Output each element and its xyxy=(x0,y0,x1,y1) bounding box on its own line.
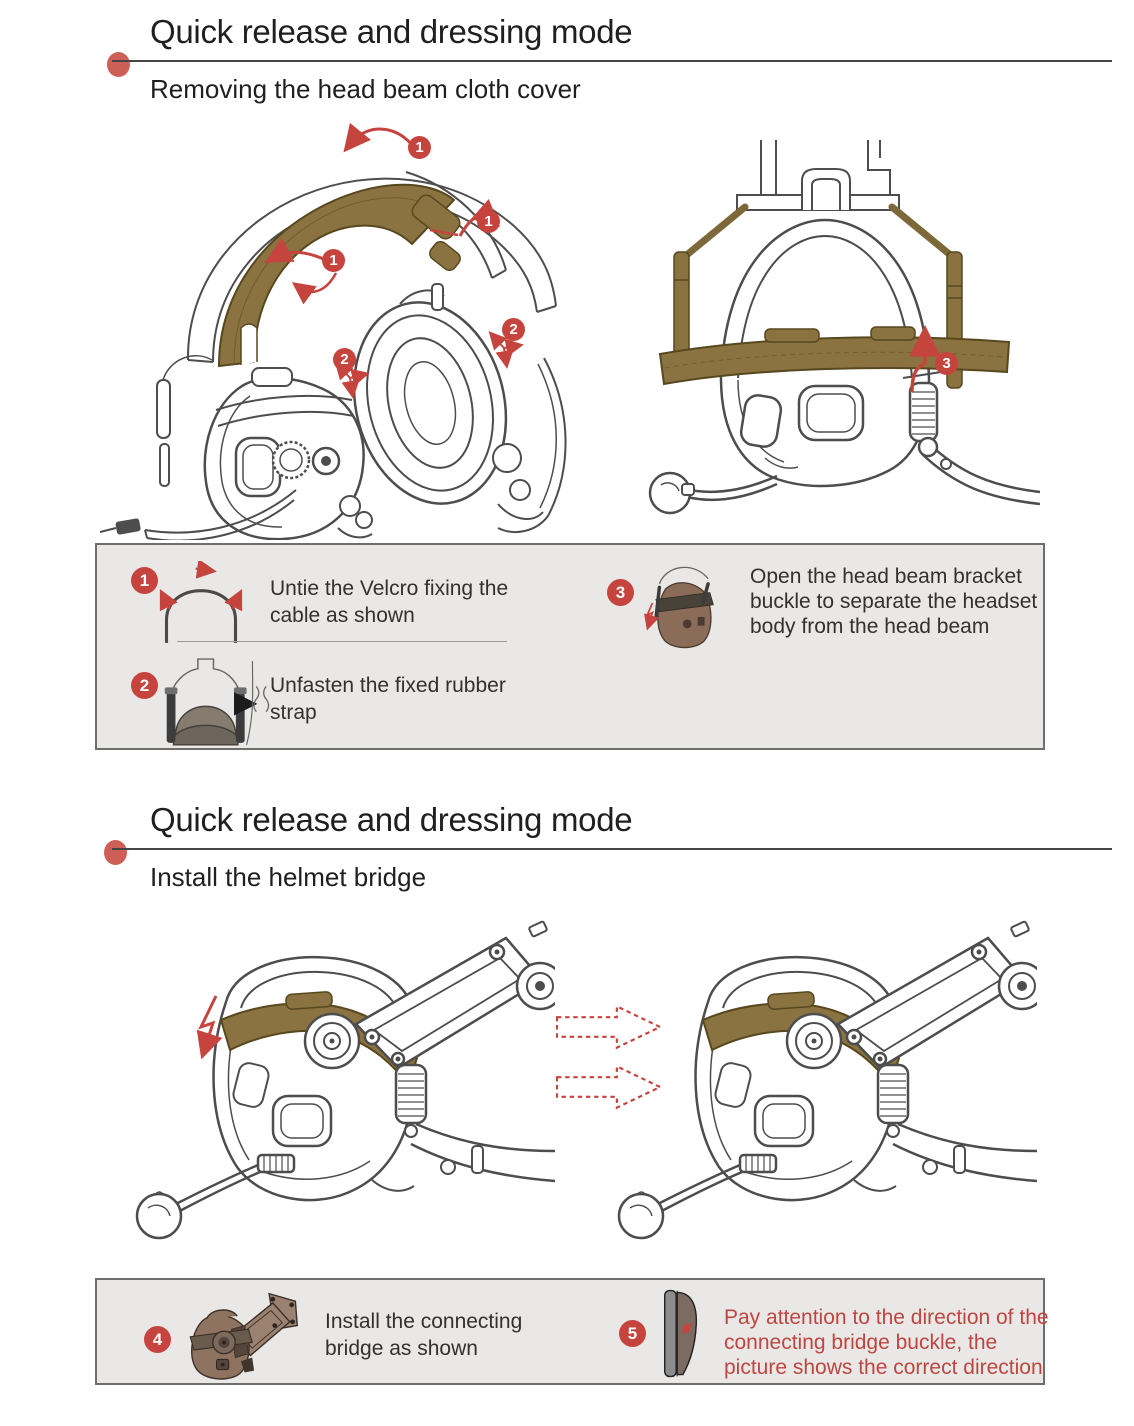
step4-bridge-icon xyxy=(189,1292,299,1380)
step4-text: Install the connecting bridge as shown xyxy=(325,1310,523,1360)
steps-divider xyxy=(177,641,507,642)
section1-title: Quick release and dressing mode xyxy=(150,13,633,50)
step5-badge: 5 xyxy=(619,1320,646,1347)
headset-cloth-cover-illustration xyxy=(100,122,567,540)
step5-buckle-icon xyxy=(664,1289,697,1378)
section2-rule xyxy=(112,848,1112,850)
step3-text: Open the head beam bracket buckle to sep… xyxy=(750,565,1038,638)
headset-on-bracket-illustration xyxy=(648,140,1040,515)
instructions-box-1: 1 Untie the Velcro fixing the cable as s… xyxy=(95,543,1045,750)
illustration-badge-2b: 2 xyxy=(333,348,356,371)
illustration-badge-3: 3 xyxy=(935,352,958,375)
step1-badge: 1 xyxy=(131,567,158,594)
step2-badge: 2 xyxy=(131,672,158,699)
cup-bridge-before-illustration xyxy=(110,918,555,1253)
step2-text: Unfasten the fixed rubber strap xyxy=(270,674,506,724)
section1-rule xyxy=(112,60,1112,62)
illustration-badge-1b: 1 xyxy=(477,210,500,233)
illustration-badge-2a: 2 xyxy=(502,318,525,341)
step1-headband-icon xyxy=(159,561,243,643)
step4-badge: 4 xyxy=(144,1326,171,1353)
section1-bullet-dot xyxy=(107,52,130,77)
step4-zigzag-arrow xyxy=(196,995,223,1060)
step3-arrow-annotation xyxy=(909,325,941,393)
illustration-badge-1a: 1 xyxy=(408,136,431,159)
cup-bridge-after-illustration xyxy=(592,918,1037,1253)
illustration-badge-1c: 1 xyxy=(322,249,345,272)
section2-subtitle: Install the helmet bridge xyxy=(150,862,427,892)
step3-headset-icon xyxy=(644,566,714,649)
step3-badge: 3 xyxy=(607,579,634,606)
section2-title: Quick release and dressing mode xyxy=(150,801,633,838)
section2-bullet-dot xyxy=(104,840,127,865)
step5-text: Pay attention to the direction of the co… xyxy=(724,1306,1049,1379)
instructions-box-2: 4 Install the connecting bridge as shown… xyxy=(95,1278,1049,1385)
step1-text: Untie the Velcro fixing the cable as sho… xyxy=(270,577,509,627)
section1-subtitle: Removing the head beam cloth cover xyxy=(150,74,581,104)
step2-earmuff-icon xyxy=(164,658,270,746)
